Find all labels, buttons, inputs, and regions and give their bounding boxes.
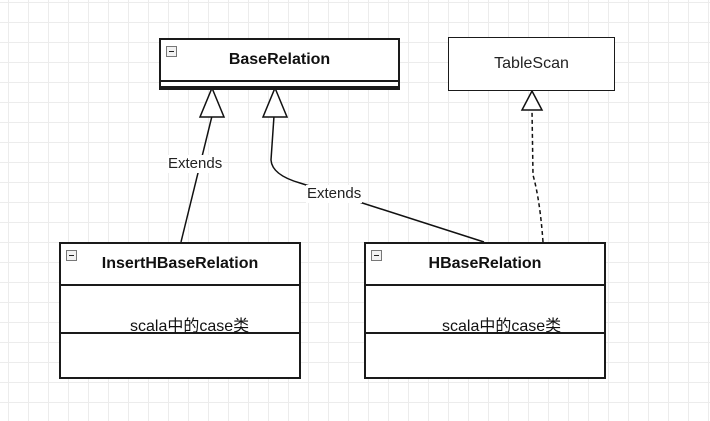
method-section (61, 332, 299, 334)
base-relation-class[interactable]: BaseRelation (159, 38, 400, 90)
class-name: TableScan (494, 55, 569, 72)
hbase-extends-label: Extends (306, 185, 363, 203)
class-attribute: scala中的case类 (442, 318, 562, 335)
collapse-icon[interactable] (166, 46, 177, 57)
class-name: InsertHBaseRelation (101, 255, 259, 272)
table-scan-interface[interactable]: TableScan (448, 37, 615, 91)
generalization-arrowhead (198, 86, 226, 118)
hbase-implements-edge (520, 89, 544, 243)
insert-hbase-relation-class[interactable]: InsertHBaseRelation scala中的case类 (59, 242, 301, 379)
insert-extends-label: Extends (167, 155, 224, 173)
class-name: HBaseRelation (428, 255, 542, 272)
attribute-section: scala中的case类 (61, 284, 299, 335)
hbase-relation-class[interactable]: HBaseRelation scala中的case类 (364, 242, 606, 379)
realization-arrowhead (520, 89, 544, 111)
attribute-separator (161, 80, 398, 86)
class-header: InsertHBaseRelation (61, 244, 299, 284)
class-header: BaseRelation (161, 40, 398, 80)
insert-extends-edge (180, 86, 226, 243)
collapse-icon[interactable] (66, 250, 77, 261)
hbase-extends-edge (261, 86, 485, 243)
method-section (366, 332, 604, 334)
generalization-arrowhead (261, 86, 289, 118)
attribute-section: scala中的case类 (366, 284, 604, 335)
method-separator (161, 86, 398, 88)
class-name: BaseRelation (228, 51, 331, 68)
class-attribute: scala中的case类 (130, 318, 250, 335)
class-header: HBaseRelation (366, 244, 604, 284)
collapse-icon[interactable] (371, 250, 382, 261)
